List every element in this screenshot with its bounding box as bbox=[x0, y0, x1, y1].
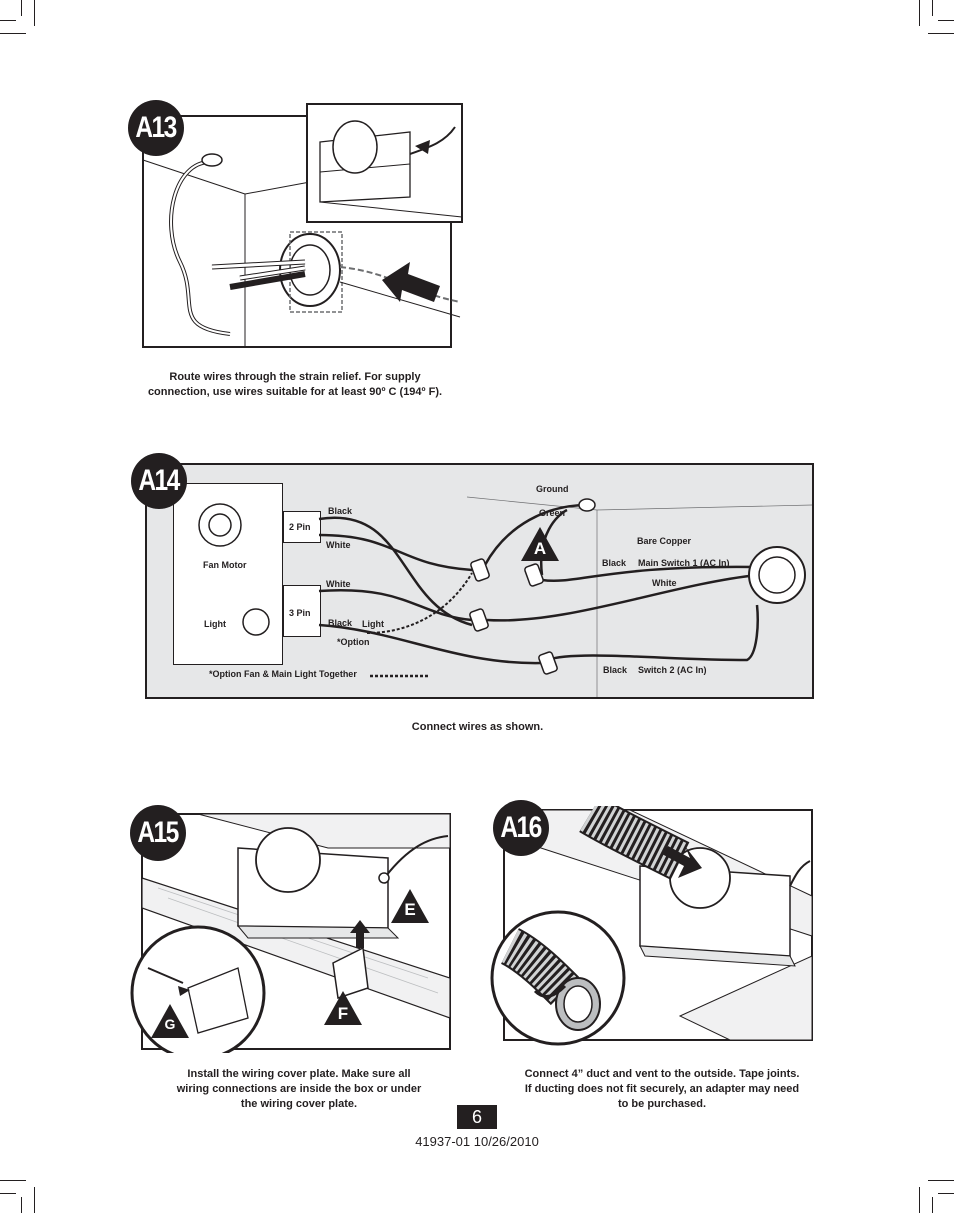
a16-caption: Connect 4” duct and vent to the outside.… bbox=[524, 1068, 800, 1110]
marker-a-label: A bbox=[533, 539, 547, 558]
step-badge-a13: A13 bbox=[128, 100, 184, 156]
marker-f-triangle bbox=[324, 991, 362, 1025]
label-green: Green bbox=[539, 508, 566, 518]
label-ground: Ground bbox=[536, 484, 569, 494]
label-black-2: Black bbox=[328, 618, 353, 628]
step-badge-a14: A14 bbox=[131, 453, 187, 509]
document-code: 41937-01 10/26/2010 bbox=[415, 1134, 539, 1149]
label-switch-2: Switch 2 (AC In) bbox=[638, 665, 707, 675]
label-black-main: Black bbox=[602, 558, 627, 568]
marker-e-triangle bbox=[391, 889, 429, 923]
marker-g-label: G bbox=[164, 1016, 176, 1032]
label-light-wire: Light bbox=[362, 619, 384, 629]
page-number: 6 bbox=[457, 1105, 497, 1129]
label-white-1: White bbox=[326, 540, 351, 550]
label-option: *Option bbox=[337, 637, 370, 647]
a13-illustration bbox=[142, 103, 463, 348]
wiring-diagram-panel: A Fan Motor Light 2 Pin 3 Pin Black Whit… bbox=[145, 463, 814, 699]
label-main-switch: Main Switch 1 (AC In) bbox=[638, 558, 730, 568]
marker-a-triangle bbox=[521, 527, 559, 561]
label-2-pin: 2 Pin bbox=[289, 522, 311, 532]
step-badge-a15: A15 bbox=[130, 805, 186, 861]
marker-e-label: E bbox=[404, 900, 416, 919]
a16-illustration bbox=[490, 806, 813, 1046]
label-fan-motor: Fan Motor bbox=[203, 560, 247, 570]
a14-caption: Connect wires as shown. bbox=[411, 721, 544, 733]
pin3-connector bbox=[283, 585, 321, 637]
label-light: Light bbox=[204, 619, 226, 629]
marker-g-triangle bbox=[151, 1004, 189, 1038]
label-black-switch2: Black bbox=[603, 665, 628, 675]
a15-illustration bbox=[130, 813, 451, 1053]
label-3-pin: 3 Pin bbox=[289, 608, 311, 618]
label-white-main: White bbox=[652, 578, 677, 588]
a13-caption: Route wires through the strain relief. F… bbox=[147, 371, 443, 398]
pin2-connector bbox=[283, 511, 321, 543]
marker-f-label: F bbox=[337, 1004, 349, 1023]
label-bare-copper: Bare Copper bbox=[637, 536, 692, 546]
label-black-1: Black bbox=[328, 506, 353, 516]
label-white-2: White bbox=[326, 579, 351, 589]
label-option-legend: *Option Fan & Main Light Together bbox=[209, 669, 357, 679]
step-badge-a16: A16 bbox=[493, 800, 549, 856]
a15-caption: Install the wiring cover plate. Make sur… bbox=[176, 1068, 422, 1110]
wiring-lines bbox=[198, 496, 812, 697]
